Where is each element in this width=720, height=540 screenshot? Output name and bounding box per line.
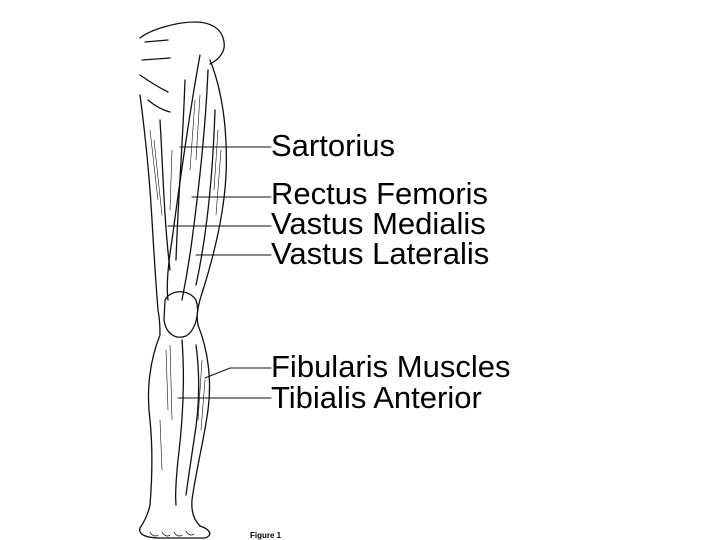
rectus-femoris-muscle [181,69,209,301]
vastus-muscle-lines [159,79,216,286]
calf-outline-medial [139,334,161,529]
pelvis-detail [139,39,171,113]
pelvis-outline [139,21,225,65]
label-rectus-femoris: Rectus Femoris [271,176,489,211]
sartorius-muscle [166,54,201,301]
calf-outline-lateral [191,324,211,527]
label-vastus-medialis: Vastus Medialis [271,206,486,241]
foot-outline [139,525,211,539]
label-fibularis-muscles: Fibularis Muscles [271,349,511,384]
tibialis-anterior-muscle [174,339,185,506]
toes [149,530,195,537]
figure-caption: Figure 1 [250,531,282,540]
thigh-hatching [149,94,222,216]
thigh-outline-lateral [196,59,227,326]
label-vastus-lateralis: Vastus Lateralis [271,236,490,271]
leader-fibularis [204,367,272,379]
thigh-outline-medial [139,94,161,336]
label-sartorius: Sartorius [271,128,396,163]
calf-hatching [159,344,206,471]
fibularis-muscle [185,344,200,496]
label-tibialis-anterior: Tibialis Anterior [271,380,482,415]
knee-outline [163,291,199,338]
